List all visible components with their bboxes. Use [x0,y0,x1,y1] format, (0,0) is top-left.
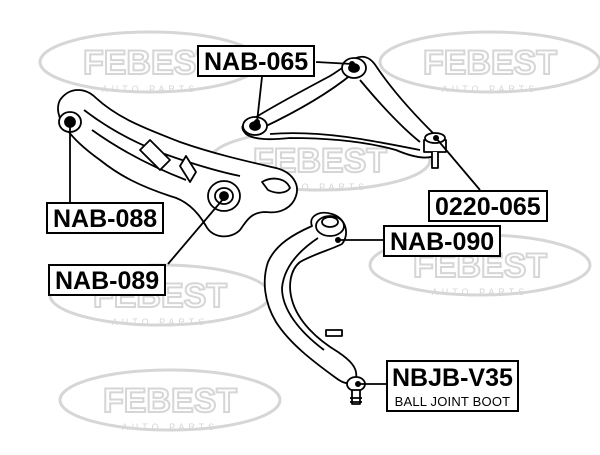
part-label-0220-065[interactable]: 0220-065 [428,190,548,222]
lower-control-arm [57,89,298,238]
part-description: BALL JOINT BOOT [394,394,511,409]
leader-dot [254,119,260,125]
leader-nab065-right [315,61,353,65]
leader-dots [67,61,439,387]
part-label-nbjb-v35[interactable]: NBJB-V35 BALL JOINT BOOT [386,360,519,412]
part-label-nab-065[interactable]: NAB-065 [197,45,316,77]
leader-dot [349,61,355,67]
leader-dot [335,237,341,243]
part-label-nab-089[interactable]: NAB-089 [48,264,167,296]
leader-nab065-left [256,76,263,123]
watermark-tagline: AUTO PARTS [442,84,539,94]
watermark-brand: FEBEST [103,382,237,420]
part-label-nab-088[interactable]: NAB-088 [46,202,165,234]
tension-rod-arm [263,211,366,405]
leader-dot [221,195,227,201]
part-number: NBJB-V35 [392,364,513,392]
watermark-brand: FEBEST [83,44,217,82]
part-label-nab-090[interactable]: NAB-090 [383,225,502,257]
leader-0220065 [435,137,481,191]
watermark-tagline: AUTO PARTS [112,317,209,327]
watermark-right-top: FEBEST AUTO PARTS [378,30,600,94]
leader-nab089 [167,197,225,265]
watermark-left-bottom: FEBEST AUTO PARTS [58,368,282,432]
leader-dot [67,121,73,127]
watermark-tagline: AUTO PARTS [102,84,199,94]
watermark-tagline: AUTO PARTS [122,422,219,432]
watermark-left-top: FEBEST AUTO PARTS [38,30,262,94]
leader-lines [69,61,481,385]
leader-dot [355,381,361,387]
watermark-brand: FEBEST [423,44,557,82]
watermark-tagline: AUTO PARTS [272,182,369,192]
watermark-tagline: AUTO PARTS [432,287,529,297]
upper-control-arm [241,55,447,169]
leader-dot [433,135,439,141]
